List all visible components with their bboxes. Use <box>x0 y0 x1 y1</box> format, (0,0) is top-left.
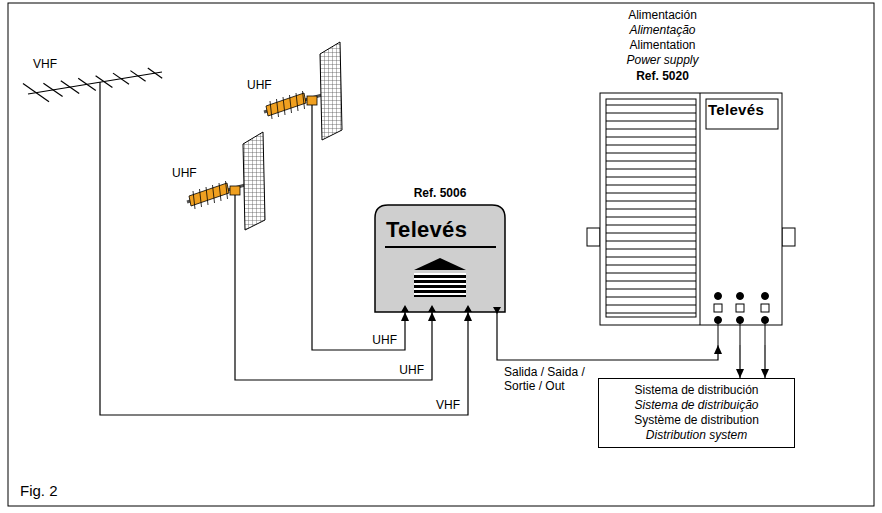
power-supply-body <box>587 93 795 345</box>
node-text: Ref. 5020 <box>595 69 730 83</box>
cable-connector <box>497 312 718 360</box>
antenna-label: VHF <box>33 57 57 71</box>
cable-label: UHF <box>371 333 398 347</box>
cable-connector <box>312 148 405 350</box>
vhf-antenna <box>23 68 162 110</box>
node-text: Distribution system <box>607 428 786 443</box>
node-text: Alimentação <box>595 23 730 37</box>
device-node: Ref. 5006Televés <box>375 205 505 312</box>
cable-connector <box>100 110 468 415</box>
cable-connector <box>764 345 765 378</box>
node-text: Sistema de distribuição <box>607 398 786 413</box>
node-text: Alimentation <box>595 38 730 52</box>
figure-frame <box>8 3 874 506</box>
node-text: Power supply <box>595 53 730 67</box>
uhf-antenna <box>187 132 265 240</box>
brand-logo: Televés <box>386 217 467 243</box>
cable-label: VHF <box>435 398 461 412</box>
antenna-node: UHF <box>235 38 345 148</box>
cable-connector <box>235 240 432 380</box>
cable-label: Salida / Saida / Sortie / Out <box>503 365 597 393</box>
node-text: Sistema de distribución <box>607 383 786 398</box>
device-node: AlimentaciónAlimentaçãoAlimentationPower… <box>595 88 785 345</box>
brand-logo: Televés <box>708 101 764 119</box>
antenna-node: UHF <box>160 128 270 240</box>
uhf-antenna <box>264 42 342 148</box>
cable-label: UHF <box>398 363 425 377</box>
node-text: Alimentación <box>595 8 730 22</box>
amplifier-body <box>375 205 505 314</box>
cable-connector <box>739 345 740 378</box>
antenna-label: UHF <box>247 78 272 92</box>
antenna-label: UHF <box>172 166 197 180</box>
figure-caption: Fig. 2 <box>20 482 58 499</box>
antenna-node: VHF <box>25 40 165 110</box>
node-text: Ref. 5006 <box>375 186 505 200</box>
node-text: Système de distribution <box>607 413 786 428</box>
distribution-box: Sistema de distribuciónSistema de distri… <box>598 378 795 448</box>
